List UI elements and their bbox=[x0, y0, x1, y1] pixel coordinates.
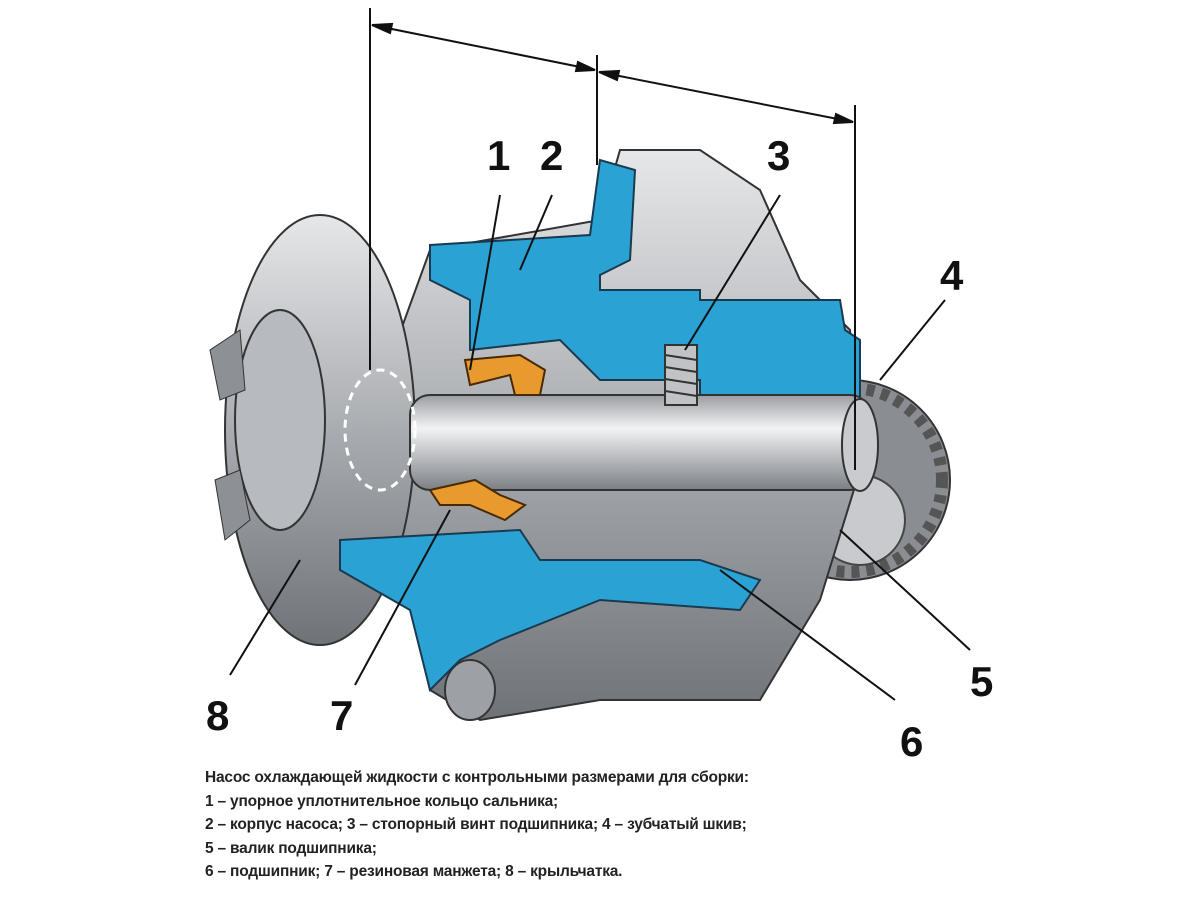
seals bbox=[428, 353, 547, 522]
label-1: 1 bbox=[487, 132, 511, 179]
housing-cross-section bbox=[339, 158, 861, 692]
label-8: 8 bbox=[206, 692, 230, 739]
dimension-lines bbox=[369, 8, 856, 470]
label-2: 2 bbox=[540, 132, 564, 179]
label-5: 5 bbox=[970, 658, 994, 705]
label-3: 3 bbox=[767, 132, 791, 179]
figure-caption: Насос охлаждающей жидкости с контрольным… bbox=[205, 766, 749, 884]
bearing-shaft bbox=[343, 368, 879, 492]
label-4: 4 bbox=[940, 252, 964, 299]
caption-line: 5 – валик подшипника; bbox=[205, 839, 377, 857]
label-7: 7 bbox=[330, 692, 354, 739]
leader-lines bbox=[229, 194, 971, 701]
caption-title: Насос охлаждающей жидкости с контрольным… bbox=[205, 769, 749, 786]
caption-line: 1 – упорное уплотнительное кольцо сальни… bbox=[205, 792, 559, 810]
caption-line: 6 – подшипник; 7 – резиновая манжета; 8 … bbox=[205, 863, 623, 880]
set-screw bbox=[664, 344, 698, 406]
caption-line: 2 – корпус насоса; 3 – стопорный винт по… bbox=[205, 816, 747, 833]
label-6: 6 bbox=[900, 718, 924, 765]
